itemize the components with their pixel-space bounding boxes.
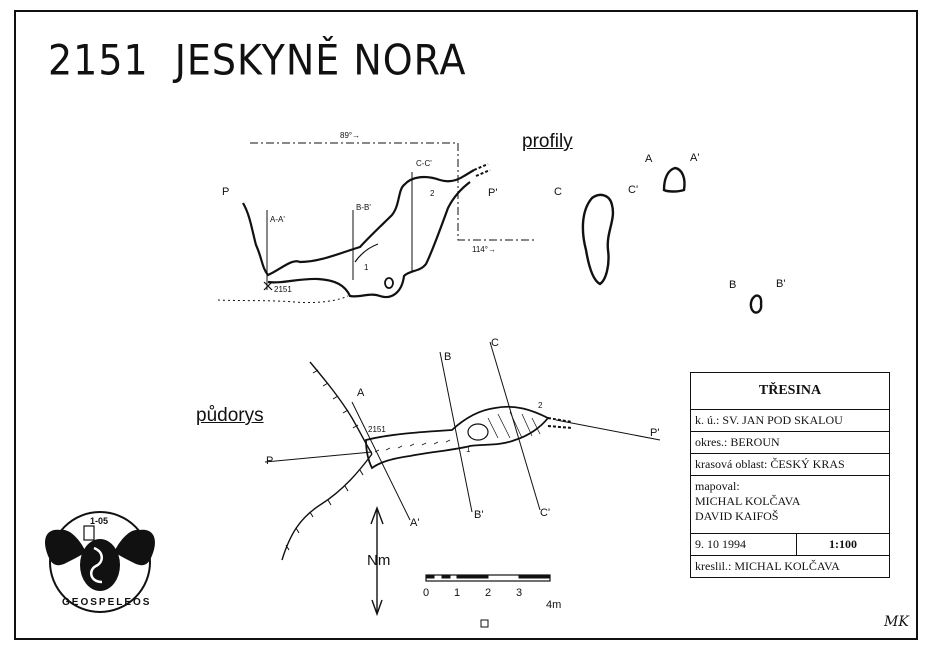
plan-point-1: 1 [466,445,471,454]
info-scale: 1:100 [829,537,857,551]
page-title: 2151 JESKYNĚ NORA [48,36,467,84]
profile-rock [384,277,394,289]
scale-tick-1: 1 [454,587,461,599]
plan-stipple [374,411,541,453]
logo-bat-right [114,529,155,566]
info-district: okres.: BEROUN [691,431,889,453]
cross-section-c [581,193,615,286]
surface-line [217,295,349,303]
logo-center [80,539,120,591]
cross-section-a [662,166,686,193]
section-plan-heading: půdorys [196,405,264,426]
plan-slope-lower [281,453,373,561]
logo-bat-left [45,529,86,566]
profile-point-1: 1 [364,263,369,272]
cross-label-a-prime: A' [690,152,700,164]
plan-passage [365,405,550,470]
plan-section-line-b [439,351,473,513]
north-label: Nm [367,552,391,569]
cave-name: JESKYNĚ NORA [174,36,467,85]
info-mapper-2: DAVID KAIFOŠ [695,509,779,523]
info-karst-area: krasová oblast: ČESKÝ KRAS [691,453,889,475]
cave-number: 2151 [48,36,149,85]
scale-tick-3: 3 [516,587,523,599]
plan-point-2: 2 [538,401,543,410]
info-cadastral-area: k. ú.: SV. JAN POD SKALOU [691,409,889,431]
plan-label-b: B [444,351,452,363]
profile-floor-inner [354,243,379,263]
plan-label-p: P [266,455,274,467]
profile-point-2151: 2151 [274,285,292,294]
cross-label-c-prime: C' [628,184,639,196]
profile-floor [267,181,471,299]
map-frame [14,10,918,640]
plan-label-a: A [357,387,365,399]
profile-ceiling [242,169,475,277]
cross-section-b [749,294,763,314]
profile-view [217,142,535,303]
plan-label-a-prime: A' [410,517,420,529]
signature: MK [884,614,909,630]
plan-label-c-prime: C' [540,507,551,519]
plan-label-p-prime: P' [650,427,660,439]
info-table: TŘESINA k. ú.: SV. JAN POD SKALOU okres.… [690,372,890,578]
north-arrow [370,506,384,617]
profile-label-b-b: B-B' [356,203,371,212]
plan-section-line-a [351,401,411,521]
cross-label-b: B [729,279,737,291]
profile-entrance-tip [473,163,491,177]
profile-direction-top: 89°→ [340,131,361,140]
profile-label-p: P [222,186,230,198]
logo-top-text: 1-05 [90,516,109,526]
info-mapped-by: mapoval: MICHAL KOLČAVA DAVID KAIFOŠ [691,475,889,533]
profile-direction-bottom: 114°→ [472,245,496,254]
info-date-scale-row: 9. 10 1994 1:100 [691,533,889,555]
scale-tick-4m: 4m [546,599,562,611]
profile-label-c-c: C-C' [416,159,432,168]
plan-chamber [467,423,489,441]
plan-label-b-prime: B' [474,509,484,521]
plan-hatches [285,369,364,551]
plan-label-c: C [491,337,499,349]
profile-label-p-prime: P' [488,187,498,199]
plan-entrance-tip [547,417,573,429]
logo-ladder [83,525,95,541]
cross-label-b-prime: B' [776,278,786,290]
plan-slope-upper [309,361,373,455]
cross-label-c: C [554,186,562,198]
info-header: TŘESINA [758,383,822,398]
plan-section-line-c [489,341,541,511]
info-drawn-by: kreslil.: MICHAL KOLČAVA [691,555,889,577]
profile-point-2: 2 [430,189,435,198]
profile-label-a-a: A-A' [270,215,285,224]
geospeleos-logo [45,511,155,613]
plan-view [264,341,661,561]
section-profiles-heading: profily [522,131,573,152]
plan-section-line-p-prime [555,419,661,441]
info-mapper-1: MICHAL KOLČAVA [695,494,801,508]
logo-ring-text: GEOSPELEOS [62,597,152,608]
plan-point-2151: 2151 [368,425,386,434]
info-mapped-by-label: mapoval: [695,479,740,493]
scale-bar [425,574,551,628]
entrance-marker [263,281,273,291]
cross-sections [581,166,763,314]
scale-tick-0: 0 [423,587,430,599]
info-date: 9. 10 1994 [691,534,797,555]
cross-label-a: A [645,153,653,165]
scale-tick-2: 2 [485,587,492,599]
plan-section-line-p [264,451,373,463]
